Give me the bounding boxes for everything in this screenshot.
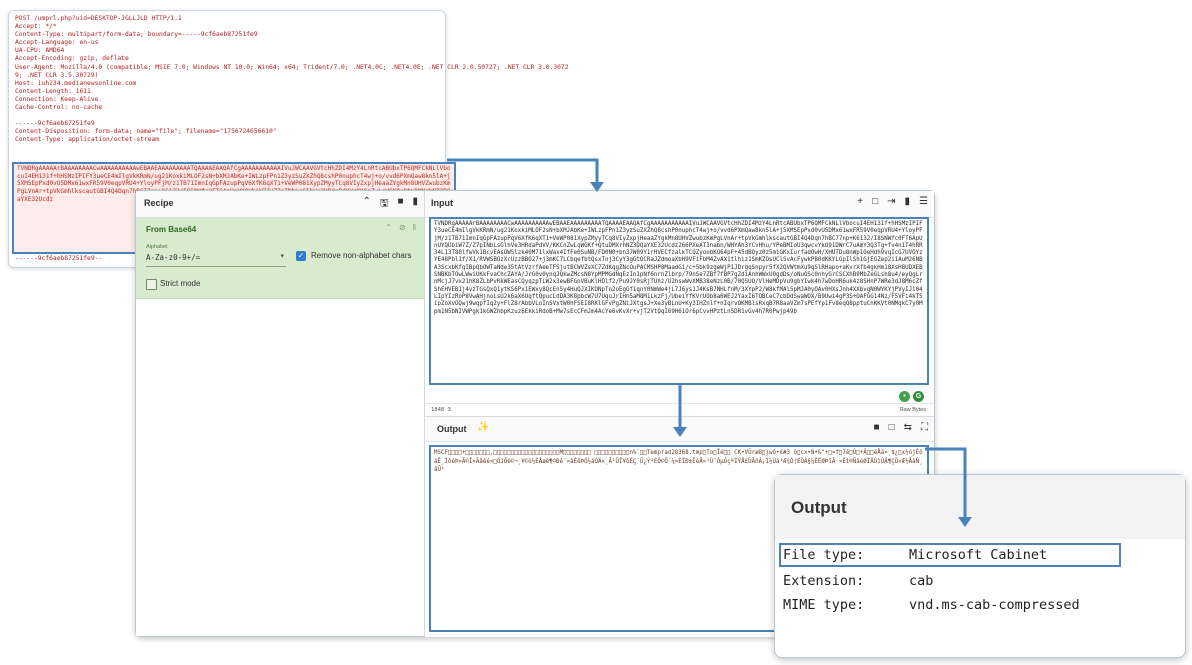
output-toolbar: ■ □ ⇆ ⛶ — [874, 422, 928, 433]
recipe-header: Recipe ⌃ 🖫 ■ ▮ — [136, 191, 424, 218]
http-header-line: Accept-Language: en-us — [15, 39, 99, 47]
http-header-line: User-Agent: Mozilla/4.0 (compatible; MSI… — [15, 63, 569, 71]
layout-icon[interactable]: ☰ — [919, 196, 928, 207]
alphabet-select[interactable]: Alphabet A-Za-z0-9+/= ▾ — [146, 244, 286, 267]
cyberchef-window: Recipe ⌃ 🖫 ■ ▮ From Base64 ⌃ ⊘ ‖ Alphabe… — [135, 190, 935, 637]
http-header-line: Accept: */* — [15, 23, 57, 31]
output-title: Output — [437, 424, 467, 434]
pause-icon[interactable]: ‖ — [412, 223, 416, 232]
extension-row: Extension: cab — [783, 573, 933, 589]
strict-mode-label: Strict mode — [160, 279, 201, 288]
plus-icon[interactable]: + — [857, 196, 864, 207]
alphabet-value: A-Za-z0-9+/= — [146, 253, 201, 262]
input-title: Input — [431, 198, 453, 208]
output-zoom-panel: Output File type: Microsoft Cabinet Exten… — [774, 474, 1186, 658]
operation-controls: ⌃ ⊘ ‖ — [385, 223, 416, 232]
remove-non-alphabet-label: Remove non-alphabet chars — [311, 251, 412, 260]
http-header-line: Content-Length: 1611 — [15, 87, 91, 95]
mime-type-value: vnd.ms-cab-compressed — [909, 597, 1080, 613]
http-header-line: Host: iuh234.medianewsonline.com — [15, 79, 137, 87]
folder-icon[interactable]: ■ — [397, 196, 404, 207]
magic-indicator-icon[interactable]: • — [899, 391, 910, 402]
http-header-line: UA-CPU: AMD64 — [15, 47, 65, 55]
input-badges: • G — [899, 391, 924, 402]
copy-icon[interactable]: □ — [888, 422, 895, 433]
operation-name: From Base64 — [146, 225, 197, 234]
chevron-up-icon[interactable]: ⌃ — [362, 196, 371, 207]
open-folder-icon[interactable]: □ — [872, 196, 879, 207]
save-icon[interactable]: 🖫 — [379, 198, 389, 209]
file-type-value: Microsoft Cabinet — [909, 547, 1048, 563]
maximize-icon[interactable]: ⛶ — [921, 422, 928, 433]
arrow-http-to-input — [447, 158, 599, 185]
input-textarea[interactable]: TVNDRgAAAAArBAAAAAAAACwAAAAAAAAAAwEBAAEA… — [429, 217, 929, 385]
extension-key: Extension: — [783, 573, 865, 589]
trash-icon[interactable]: ▮ — [904, 196, 911, 207]
http-header-line: Accept-Encoding: gzip, deflate — [15, 55, 129, 63]
strict-mode-checkbox[interactable] — [146, 279, 157, 290]
raw-bytes-label[interactable]: Raw Bytes — [899, 407, 926, 413]
input-toolbar: + □ ⇥ ▮ ☰ — [857, 196, 928, 207]
zoom-header: Output — [775, 475, 1185, 539]
http-header-line — [15, 145, 441, 153]
http-header-line: Content-Type: application/octet-stream — [15, 136, 160, 144]
chevron-down-icon: ▾ — [280, 253, 284, 260]
import-icon[interactable]: ⇥ — [887, 196, 896, 207]
http-header-lines: POST /umprl.php?uid=DESKTOP-JGLLJLD HTTP… — [15, 15, 569, 153]
http-header-line: Connection: Keep-Alive — [15, 95, 99, 103]
alphabet-label: Alphabet — [146, 244, 168, 250]
zoom-title: Output — [791, 498, 847, 517]
magic-wand-icon[interactable]: ✨ — [477, 422, 490, 433]
disable-icon[interactable]: ⊘ — [398, 223, 406, 232]
file-type-row: File type: Microsoft Cabinet — [783, 547, 1047, 563]
mime-type-row: MIME type: vnd.ms-cab-compressed — [783, 597, 1080, 613]
chevron-up-icon[interactable]: ⌃ — [385, 223, 392, 232]
http-boundary-end: ------9cf6aeb87251fe9-- — [15, 255, 103, 262]
save-icon[interactable]: ■ — [873, 422, 880, 433]
input-header: Input + □ ⇥ ▮ ☰ — [425, 191, 934, 218]
http-header-line: Content-Disposition: form-data; name="fi… — [15, 128, 277, 136]
replace-input-icon[interactable]: ⇆ — [903, 422, 912, 433]
extension-value: cab — [909, 573, 934, 589]
http-header-line: Content-Type: multipart/form-data; bound… — [15, 31, 258, 39]
http-header-line: POST /umprl.php?uid=DESKTOP-JGLLJLD HTTP… — [15, 15, 182, 22]
file-type-highlight — [779, 543, 1121, 567]
operation-from-base64[interactable]: From Base64 ⌃ ⊘ ‖ Alphabet A-Za-z0-9+/= … — [136, 218, 424, 299]
remove-non-alphabet-checkbox[interactable]: ✓ — [296, 251, 306, 261]
file-type-key: File type: — [783, 547, 865, 563]
http-header-line: Cache-Control: no-cache — [15, 104, 103, 112]
http-header-line — [15, 112, 441, 120]
input-length-stats: 1848 3 — [431, 407, 451, 413]
http-header-line: ------9cf6aeb87251fe9 — [15, 120, 95, 128]
grammar-check-icon[interactable]: G — [913, 391, 924, 402]
mime-type-key: MIME type: — [783, 597, 865, 613]
recipe-title: Recipe — [144, 198, 174, 208]
http-header-line: 9; .NET CLR 3.5.30729) — [15, 71, 99, 79]
trash-icon[interactable]: ▮ — [412, 196, 418, 207]
input-status-bar: 1848 3 Raw Bytes — [425, 403, 934, 416]
input-panel: Input + □ ⇥ ▮ ☰ TVNDRgAAAAArBAAAAAAAACwA… — [425, 191, 934, 413]
output-header: Output ✨ ■ □ ⇆ ⛶ — [425, 417, 934, 442]
recipe-toolbar: ⌃ 🖫 ■ ▮ — [363, 196, 418, 213]
recipe-panel: Recipe ⌃ 🖫 ■ ▮ From Base64 ⌃ ⊘ ‖ Alphabe… — [136, 191, 425, 636]
